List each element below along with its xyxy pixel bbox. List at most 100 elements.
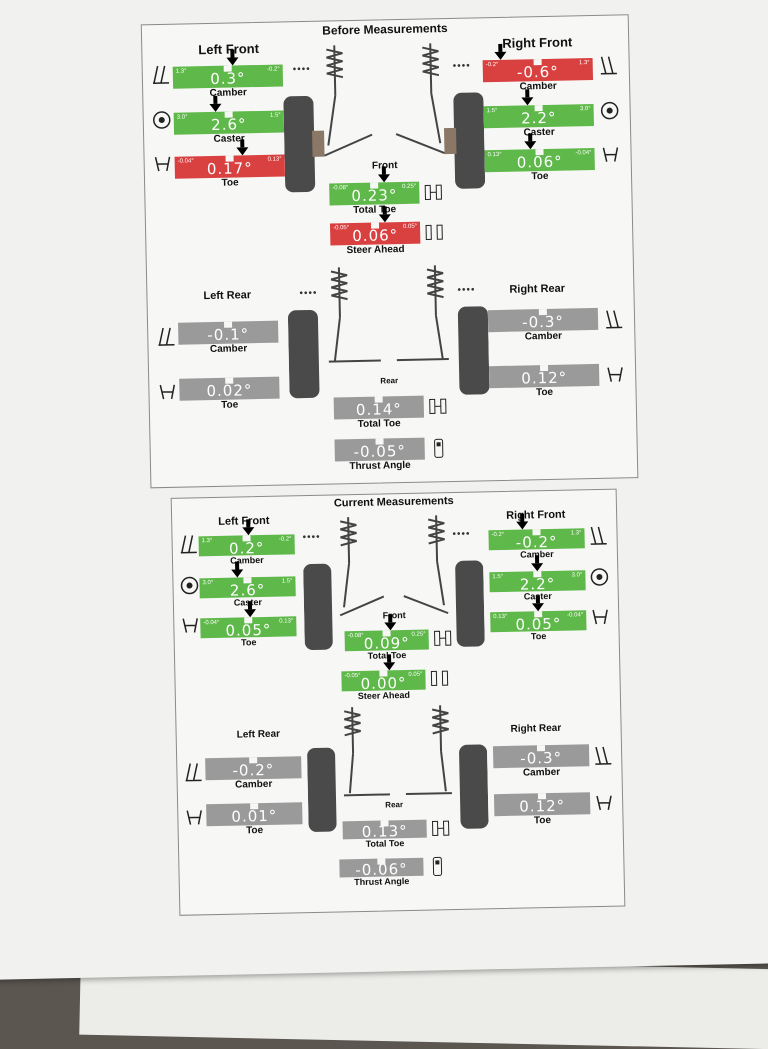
arrow-indicator xyxy=(531,603,545,612)
thrust-angle-gauge: -0.06° xyxy=(339,857,424,879)
thrust-angle-gauge: -0.05° xyxy=(334,437,425,462)
gauge-center-notch xyxy=(224,111,233,118)
gauge-label: Camber xyxy=(209,87,247,100)
gauge-label: Caster xyxy=(213,133,245,145)
left-front-toe-gauge: -0.04° 0.13° 0.17° xyxy=(174,154,285,179)
gauge-center-notch xyxy=(242,535,251,542)
gauge-label: Toe xyxy=(535,386,554,399)
gauge-label: Steer Ahead xyxy=(346,243,405,257)
gauge-center-notch xyxy=(536,745,546,752)
gauge-center-notch xyxy=(244,617,253,624)
front-label: Front xyxy=(382,610,406,621)
right-rear-camber-gauge: -0.3° xyxy=(487,307,599,333)
gauge-value: 0.23° xyxy=(351,186,398,206)
gauge-label: Total Toe xyxy=(365,838,405,849)
rear-label: Rear xyxy=(385,800,404,810)
total-toe-icon xyxy=(428,395,448,417)
rear-suspension-diagram xyxy=(306,700,489,834)
right-front-toe-gauge: 0.13° -0.04° 0.06° xyxy=(484,147,595,173)
right-front-header: Right Front xyxy=(502,34,573,51)
total-toe-gauge: -0.08° 0.25° 0.09° xyxy=(344,629,429,653)
toe-icon xyxy=(594,792,614,814)
gauge-center-notch xyxy=(370,222,380,229)
gauge-label: Toe xyxy=(531,170,549,183)
caster-icon xyxy=(152,109,172,131)
camber-icon xyxy=(151,63,171,85)
arrow-indicator xyxy=(524,141,537,150)
gauge-label: Caster xyxy=(523,126,555,139)
camber-icon xyxy=(178,532,198,554)
toe-icon xyxy=(180,614,200,636)
gauge-label: Camber xyxy=(522,766,561,779)
gauge-center-notch xyxy=(224,321,233,328)
gauge-center-notch xyxy=(534,105,543,112)
gauge-center-notch xyxy=(377,858,386,865)
gauge-value: 0.14° xyxy=(355,400,403,420)
right-rear-header: Right Rear xyxy=(509,282,566,296)
gauge-label: Toe xyxy=(240,637,257,648)
gauge-label: Camber xyxy=(209,343,248,356)
gauge-center-notch xyxy=(375,438,384,445)
toe-icon xyxy=(152,153,172,175)
camber-icon xyxy=(588,524,608,546)
suspension-graphic xyxy=(287,265,490,399)
suspension-graphic xyxy=(283,43,486,193)
gauge-label: Camber xyxy=(524,330,563,343)
gauge-label: Thrust Angle xyxy=(349,459,411,473)
camber-icon xyxy=(156,325,176,347)
gauge-value: -0.05° xyxy=(353,441,407,462)
steer-ahead-icon xyxy=(424,221,444,243)
right-front-caster-gauge: 1.5° 3.0° 2.2° xyxy=(489,570,586,594)
rear-suspension-diagram xyxy=(287,258,490,402)
right-rear-toe-gauge: 0.12° xyxy=(493,792,591,817)
gauge-center-notch xyxy=(533,571,542,578)
right-front-header: Right Front xyxy=(506,508,566,522)
camber-icon xyxy=(183,760,203,782)
gauge-center-notch xyxy=(379,670,388,677)
left-rear-camber-gauge: -0.1° xyxy=(178,320,279,345)
gauge-label: Toe xyxy=(221,399,239,411)
arrow-indicator xyxy=(531,563,544,572)
caster-icon xyxy=(599,99,619,121)
current-measurements-panel: Current Measurements Left Front Right Fr… xyxy=(170,488,626,916)
thrust-angle-icon xyxy=(428,437,448,459)
rear-total-toe-gauge: 0.14° xyxy=(333,395,425,420)
left-front-header: Left Front xyxy=(218,514,270,528)
gauge-center-notch xyxy=(380,820,389,827)
camber-icon xyxy=(604,307,624,329)
gauge-label: Camber xyxy=(519,80,557,93)
gauge-center-notch xyxy=(249,757,258,764)
gauge-center-notch xyxy=(243,577,252,584)
gauge-label: Toe xyxy=(246,825,264,837)
arrow-indicator xyxy=(516,521,529,530)
gauge-center-notch xyxy=(223,65,232,72)
suspension-graphic xyxy=(307,705,489,832)
front-suspension-diagram xyxy=(282,32,486,196)
gauge-label: Toe xyxy=(221,177,239,189)
arrow-indicator xyxy=(209,103,222,113)
gauge-value: 0.06° xyxy=(352,226,399,246)
arrow-indicator xyxy=(383,662,396,671)
total-toe-icon xyxy=(430,817,450,839)
left-rear-header: Left Rear xyxy=(203,289,252,303)
gauge-label: Camber xyxy=(230,554,264,566)
caster-icon xyxy=(589,566,609,588)
right-front-camber-gauge: -0.2° 1.3° -0.2° xyxy=(488,528,585,552)
camber-icon xyxy=(598,53,618,75)
gauge-center-notch xyxy=(370,182,379,189)
left-front-camber-gauge: 1.3° -0.2° 0.3° xyxy=(172,64,284,89)
caster-icon xyxy=(179,574,199,596)
arrow-indicator xyxy=(377,174,391,183)
gauge-center-notch xyxy=(535,149,544,156)
rear-label: Rear xyxy=(380,376,399,386)
left-rear-header: Left Rear xyxy=(236,728,281,741)
gauge-center-notch xyxy=(225,377,234,384)
gauge-label: Camber xyxy=(234,778,273,791)
gauge-center-notch xyxy=(225,155,234,162)
right-front-caster-gauge: 1.5° 3.0° 2.2° xyxy=(483,103,594,129)
toe-icon xyxy=(184,806,204,828)
gauge-center-notch xyxy=(539,364,549,372)
rear-total-toe-gauge: 0.13° xyxy=(342,819,427,841)
total-toe-icon xyxy=(432,627,452,649)
thrust-angle-icon xyxy=(427,855,447,877)
